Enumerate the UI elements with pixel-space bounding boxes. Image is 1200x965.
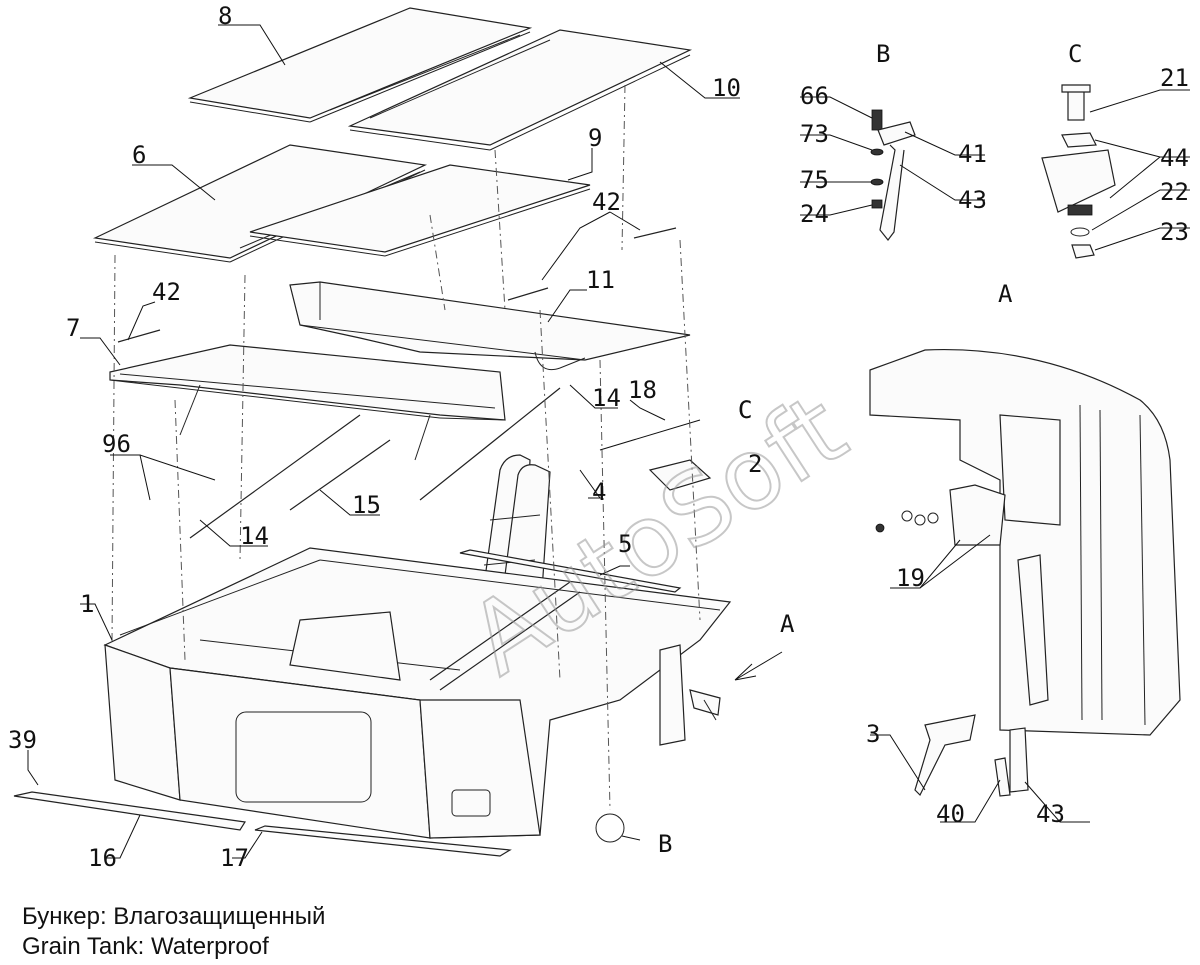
callout-10: 10 — [712, 74, 741, 102]
view-marker-label-b: B — [658, 830, 672, 858]
callout-6: 6 — [132, 141, 146, 169]
callout-21: 21 — [1160, 64, 1189, 92]
strut-15 — [289, 439, 391, 511]
callout-73: 73 — [800, 120, 829, 148]
callout-15: 15 — [352, 491, 381, 519]
callout-7: 7 — [66, 314, 80, 342]
callout-96: 96 — [102, 430, 131, 458]
detail-view-a-parts — [869, 349, 1181, 797]
callout-19: 19 — [896, 564, 925, 592]
callout-17: 17 — [220, 844, 249, 872]
callout-24: 24 — [800, 200, 829, 228]
rod-42-left — [117, 329, 161, 343]
callout-43-a: 43 — [1036, 800, 1065, 828]
frame-7 — [109, 344, 506, 461]
callout-14-lower: 14 — [240, 522, 269, 550]
callout-41: 41 — [958, 140, 987, 168]
callout-16: 16 — [88, 844, 117, 872]
leader-lines — [27, 24, 1190, 859]
callout-11: 11 — [586, 266, 615, 294]
latch-bracket — [689, 689, 721, 721]
callout-4: 4 — [592, 478, 606, 506]
cover-panel-10 — [347, 29, 693, 151]
callout-44: 44 — [1160, 144, 1189, 172]
callout-c: C — [738, 396, 752, 424]
rod-42-right — [633, 227, 677, 239]
view-label-a-header: A — [998, 280, 1013, 308]
callout-8: 8 — [218, 2, 232, 30]
callout-43-b: 43 — [958, 186, 987, 214]
detail-b-marker — [595, 813, 625, 843]
view-label-b-header: B — [876, 40, 890, 68]
view-a-arrow — [734, 651, 783, 681]
assembly-lines — [111, 84, 701, 811]
cover-panel-9 — [249, 164, 591, 257]
view-arrow-label-a: A — [780, 610, 795, 638]
tank-body-1 — [103, 547, 732, 839]
caption-english: Grain Tank: Waterproof — [22, 933, 269, 960]
callout-39: 39 — [8, 726, 37, 754]
base-strip-16 — [13, 791, 246, 831]
callout-42-left: 42 — [152, 278, 181, 306]
frame-11 — [289, 281, 691, 371]
callout-3: 3 — [866, 720, 880, 748]
view-marker-label-c: C — [738, 396, 752, 424]
callout-14-upper: 14 — [592, 384, 621, 412]
callout-40: 40 — [936, 800, 965, 828]
callout-66: 66 — [800, 82, 829, 110]
caption-russian: Бункер: Влагозащищенный — [22, 903, 326, 930]
callout-22: 22 — [1160, 178, 1189, 206]
hinge-plate-2 — [599, 419, 712, 491]
callout-5: 5 — [618, 530, 632, 558]
base-strip-17 — [254, 825, 512, 857]
callout-75: 75 — [800, 166, 829, 194]
callout-23: 23 — [1160, 218, 1189, 246]
side-strip-5 — [459, 549, 682, 593]
callout-9: 9 — [588, 124, 602, 152]
callout-18: 18 — [628, 376, 657, 404]
callout-2: 2 — [748, 450, 762, 478]
callout-1: 1 — [80, 590, 94, 618]
strut-14-right — [419, 387, 561, 501]
callout-42-right: 42 — [592, 188, 621, 216]
view-label-c-header: C — [1068, 40, 1082, 68]
rod-42-mid — [507, 287, 549, 301]
strut-14-left — [189, 414, 361, 539]
detail-view-c-parts — [1041, 84, 1116, 259]
detail-view-b-parts — [870, 109, 916, 241]
cover-panel-8 — [187, 7, 533, 123]
